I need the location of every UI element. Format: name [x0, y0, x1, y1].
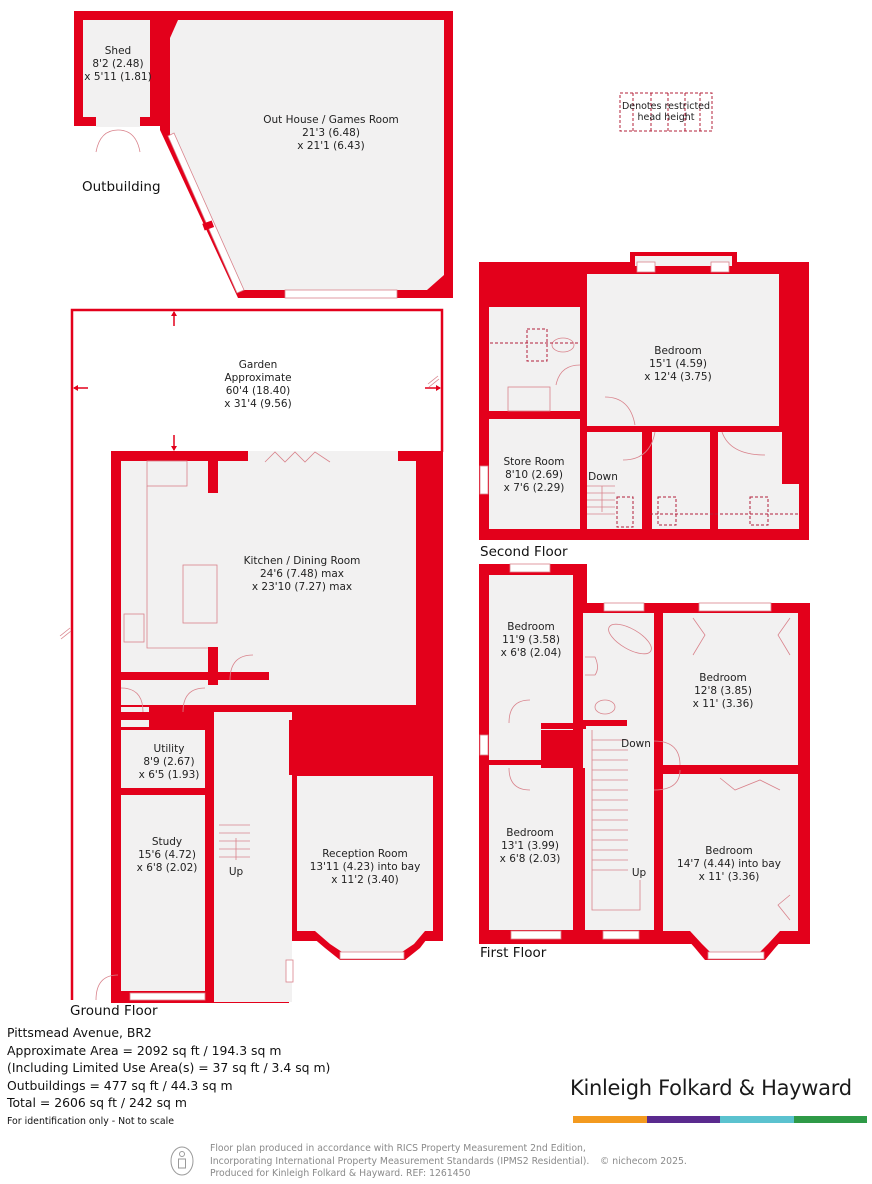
first-floor-plan: [479, 563, 810, 960]
copyright: © nichecom 2025.: [600, 1156, 687, 1167]
disclaimer: For identification only - Not to scale: [7, 1115, 175, 1127]
legend-line1: Denotes restricted: [622, 101, 710, 112]
garden-sub: Approximate: [224, 372, 291, 384]
sf-stairs-label: Down: [588, 471, 618, 483]
second-floor-title: Second Floor: [480, 544, 568, 560]
ground-stairs-label: Up: [229, 866, 244, 878]
legend-line2: head height: [637, 112, 694, 123]
store-room-label: Store Room: [504, 456, 565, 468]
garden-dim2: x 31'4 (9.56): [224, 398, 291, 410]
brand-bar-purple: [647, 1116, 720, 1123]
ff-bedroom3-dim2: x 6'8 (2.03): [500, 853, 561, 865]
kitchen-dim1: 24'6 (7.48) max: [260, 568, 344, 580]
property-info: Pittsmead Avenue, BR2 Approximate Area =…: [7, 1024, 330, 1132]
ff-bedroom4-dim1: 14'7 (4.44) into bay: [677, 858, 781, 870]
footer-text: Floor plan produced in accordance with R…: [210, 1143, 589, 1181]
study-label: Study: [152, 836, 182, 848]
restricted-height-legend: Denotes restricted head height: [619, 92, 713, 132]
ff-stairs-down-label: Down: [621, 738, 651, 750]
ff-bedroom4-label: Bedroom: [705, 845, 753, 857]
ff-bedroom4-dim2: x 11' (3.36): [699, 871, 760, 883]
store-room-dim2: x 7'6 (2.29): [504, 482, 565, 494]
outbuilding-plan: [74, 11, 453, 299]
ff-stairs-up-label: Up: [632, 867, 647, 879]
footer-line2: Incorporating International Property Mea…: [210, 1155, 590, 1167]
first-floor-title: First Floor: [480, 945, 547, 961]
approx-area: Approximate Area = 2092 sq ft / 194.3 sq…: [7, 1042, 282, 1058]
study-dim2: x 6'8 (2.02): [137, 862, 198, 874]
utility-dim2: x 6'5 (1.93): [139, 769, 200, 781]
study-dim1: 15'6 (4.72): [138, 849, 196, 861]
reception-dim1: 13'11 (4.23) into bay: [310, 861, 421, 873]
ff-bedroom3-dim1: 13'1 (3.99): [501, 840, 559, 852]
garden-dim1: 60'4 (18.40): [226, 385, 291, 397]
outbuildings-area: Outbuildings = 477 sq ft / 44.3 sq m: [7, 1077, 233, 1093]
ff-bedroom1-label: Bedroom: [507, 621, 555, 633]
ff-bedroom3-label: Bedroom: [506, 827, 554, 839]
ff-bedroom2-dim1: 12'8 (3.85): [694, 685, 752, 697]
outhouse-dim1: 21'3 (6.48): [302, 127, 360, 139]
outhouse-label: Out House / Games Room: [263, 114, 398, 126]
limited-use-area: (Including Limited Use Area(s) = 37 sq f…: [7, 1060, 331, 1075]
brand-bar-orange: [573, 1116, 647, 1123]
ground-floor-title: Ground Floor: [70, 1003, 158, 1019]
shed-dim2: x 5'11 (1.81): [84, 71, 151, 83]
sf-bedroom-dim2: x 12'4 (3.75): [644, 371, 711, 383]
address: Pittsmead Avenue, BR2: [7, 1025, 152, 1040]
total-area: Total = 2606 sq ft / 242 sq m: [7, 1095, 187, 1110]
reception-label: Reception Room: [322, 848, 408, 860]
store-room-dim1: 8'10 (2.69): [505, 469, 563, 481]
ff-bedroom2-dim2: x 11' (3.36): [693, 698, 754, 710]
ground-floor-plan: [59, 308, 444, 1003]
utility-label: Utility: [154, 743, 185, 755]
utility-dim1: 8'9 (2.67): [143, 756, 194, 768]
ff-bedroom1-dim1: 11'9 (3.58): [502, 634, 560, 646]
footer-line1: Floor plan produced in accordance with R…: [210, 1143, 586, 1154]
second-floor-plan: [479, 252, 809, 540]
brand-bar-teal: [720, 1116, 794, 1123]
reception-dim2: x 11'2 (3.40): [331, 874, 398, 886]
shed-dim1: 8'2 (2.48): [92, 58, 143, 70]
ff-bedroom2-label: Bedroom: [699, 672, 747, 684]
ff-bedroom1-dim2: x 6'8 (2.04): [501, 647, 562, 659]
sf-bedroom-label: Bedroom: [654, 345, 702, 357]
kitchen-dim2: x 23'10 (7.27) max: [252, 581, 352, 593]
outbuilding-title: Outbuilding: [82, 179, 161, 195]
sf-bedroom-dim1: 15'1 (4.59): [649, 358, 707, 370]
outhouse-dim2: x 21'1 (6.43): [297, 140, 364, 152]
kitchen-label: Kitchen / Dining Room: [244, 555, 361, 567]
brand-bar-green: [794, 1116, 867, 1123]
person-icon: [170, 1146, 194, 1176]
footer-line3: Produced for Kinleigh Folkard & Hayward.…: [210, 1168, 471, 1179]
shed-label: Shed: [105, 45, 131, 57]
garden-label: Garden: [239, 359, 277, 371]
brand-logo-text: Kinleigh Folkard & Hayward: [570, 1076, 852, 1100]
